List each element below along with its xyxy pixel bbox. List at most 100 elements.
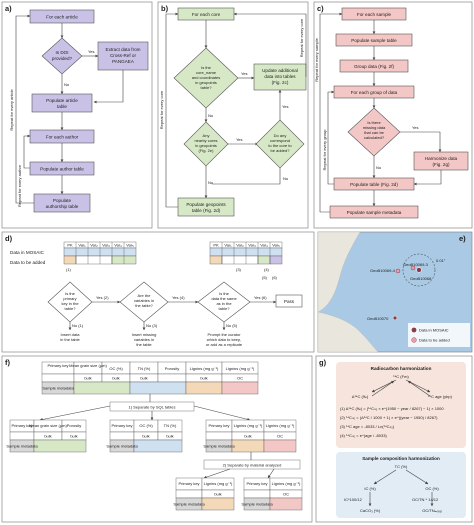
core-q1-no: No: [208, 113, 214, 118]
label-point-68: GeoB10068: [410, 276, 432, 281]
map-legend-mosaic: Data in MOSAIC: [419, 328, 449, 333]
for-each-author-text: For each author: [46, 135, 79, 140]
f-top-h1: Mean grain size (µm): [69, 363, 107, 368]
f-top-h0: Primary key: [47, 363, 68, 368]
f-top-c4: OC: [237, 376, 243, 381]
repeat-sample-label: Repeat for every sample: [314, 37, 319, 81]
f-top-c0: bulk: [84, 376, 91, 381]
f-top-h4: Porosity: [165, 366, 179, 371]
populate-geopoints-node: [177, 197, 235, 217]
panel-b: b) For each core Is the core_name and co…: [157, 1, 309, 229]
update-text-2: data into tables: [264, 74, 296, 79]
d-q2-1: Are the: [138, 293, 152, 298]
d1-h3: Var₃: [102, 243, 110, 248]
d-q1-4: table?: [65, 306, 77, 311]
populate-sample-text: Populate sample table: [351, 38, 397, 43]
missing-yes: Yes: [412, 125, 419, 130]
populate-author-text: Populate author table: [40, 167, 84, 172]
d2-h5: Var₅: [272, 243, 280, 248]
table-d-2: PK Var₁ Var₂ Var₃ Var₄ Var₅ (3) (4) (5) …: [209, 241, 283, 280]
f-top-meta: Sample metadata: [42, 386, 74, 391]
d-mark-4: (4): [264, 267, 270, 272]
d1-h1: Var₁: [78, 243, 86, 248]
nearby-yes: Yes: [236, 137, 243, 142]
correspond-text-1: Do any: [274, 133, 287, 138]
for-each-sample-text: For each sample: [357, 12, 392, 17]
panel-g: g) Radiocarbon harmonization ¹⁴C (Fm) (1…: [315, 355, 473, 523]
doi-decision-text-1: Is DOI: [55, 50, 68, 55]
d-no-5: No (5): [226, 323, 238, 328]
populate-article-text-2: table: [57, 104, 67, 109]
d-mark-3: (3): [236, 267, 242, 272]
repeat-group-label: Repeat for every group: [322, 129, 327, 171]
f-table-lignin-oc: Primary key Lignins (mg g⁻¹) OC Sample m…: [241, 477, 303, 511]
f-top-h5: Lignins (mg g⁻¹): [190, 366, 219, 371]
legend-mosaic-text: Data in MOSAIC: [10, 250, 45, 255]
correspond-no: No: [283, 176, 289, 181]
populate-article-text-1: Populate article: [46, 98, 78, 103]
f-t1-h1: Mean grain size (µm): [29, 423, 67, 428]
f-t5-meta: Sample metadata: [241, 502, 273, 507]
f-sep2-text: 2) Separate by material analyzed: [223, 463, 282, 468]
sc-edge-2: OC/TN * 14/12: [412, 497, 439, 502]
d-prompt-1: Prompt the curator: [207, 332, 241, 337]
missing-text-3: that can be: [364, 130, 385, 135]
repeat-article-label: Repeat for every article: [9, 89, 14, 131]
d-no-3: No (3): [146, 323, 158, 328]
nearby-no: No: [208, 180, 214, 185]
f-t4-meta: Sample metadata: [173, 502, 205, 507]
d-q3-1: Is the: [219, 291, 230, 296]
panel-c: c) For each sample Populate sample table…: [313, 1, 473, 229]
sc-ic-node: IC (%): [364, 486, 376, 491]
update-text-3: (Fig. 2c): [272, 80, 289, 85]
panel-a-label: a): [5, 4, 12, 13]
point-4: [395, 268, 401, 274]
missing-text-4: calculated?: [364, 135, 385, 140]
core-q1-yes: Yes: [241, 71, 248, 76]
extract-text-3: PANGAEA: [112, 59, 135, 64]
panel-d-label: d): [5, 234, 13, 243]
populate-metadata-text: Populate sample metadata: [347, 210, 402, 215]
f-t4-h0: Primary key: [178, 481, 199, 486]
f-t4-c0: bulk: [214, 492, 221, 497]
f-t2-h2: TN (%): [164, 423, 177, 428]
point-68: [416, 267, 422, 273]
populate-authorship-text-2: authorship table: [46, 204, 79, 209]
rc-formula-1: (1) Δ¹⁴C (‰) = (¹⁴Cₙ₀ × e^(1950 − year /…: [340, 406, 444, 411]
core-q1-text-5: table?: [201, 85, 213, 90]
f-t5-c0: OC: [283, 492, 289, 497]
sc-caco3-node: CaCO₃ (%): [360, 508, 381, 513]
point-70: [392, 315, 398, 321]
legend-added-text: Data to be added: [10, 260, 46, 265]
core-q1-text-4: in geopoints: [195, 80, 217, 85]
core-q1-text-1: Is the: [201, 65, 212, 70]
doi-decision-text-2: provided?: [52, 56, 73, 61]
f-t5-h1: Lignins (mg g⁻¹): [272, 481, 301, 486]
d-pass-node: [275, 294, 303, 308]
correspond-yes: Yes: [282, 104, 289, 109]
d-q1-1: Is the: [65, 291, 76, 296]
legend-mosaic-marker: [411, 327, 417, 333]
f-t3-c1: OC: [277, 434, 283, 439]
d1-h0: PK: [67, 243, 73, 248]
d-q1-3: key in the: [61, 301, 79, 306]
d-prompt-3: or add as a replicate: [206, 342, 243, 347]
f-t5-h0: Primary key: [246, 481, 267, 486]
rc-age-node: ¹⁴C age (ybp): [428, 394, 453, 399]
d1-h4: Var₄: [114, 243, 122, 248]
f-table-octn: Primary key OC (%) TN (%) bulk bulk Samp…: [106, 419, 183, 453]
rc-formula-2: (2) ¹⁴Cₙ₀ = (Δ¹⁴C / 1000 + 1) × e^((year…: [340, 415, 438, 420]
nearby-text-1: Any: [203, 133, 210, 138]
correspond-text-2: correspond: [270, 138, 290, 143]
f-t3-h1: Lignins (mg g⁻¹): [234, 423, 263, 428]
d-mark-1: (1): [66, 267, 72, 272]
f-t2-c0: bulk: [142, 434, 149, 439]
missing-text-1: Is there: [367, 120, 381, 125]
f-t2-h0: Primary key: [111, 423, 132, 428]
harmonize-text-2: (Fig. 2g): [432, 162, 450, 167]
f-t2-h1: OC (%): [139, 423, 153, 428]
d-q3-4: table?: [219, 306, 231, 311]
radiocarbon-box: [336, 362, 466, 448]
repeat-core-label: Repeat for every core: [159, 90, 164, 129]
land-mass-top: [317, 231, 361, 313]
